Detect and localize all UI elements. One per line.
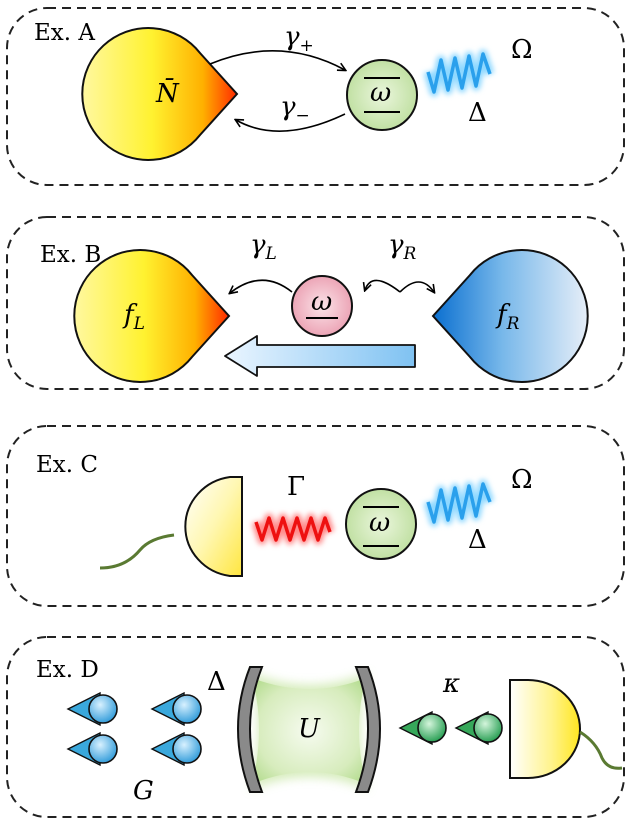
mode-label-a: ω — [370, 78, 392, 108]
panel-d-frame — [6, 636, 625, 818]
delta-label-c: Δ — [468, 525, 487, 555]
right-reservoir-label: fR — [497, 300, 520, 334]
panel-c-frame — [6, 425, 625, 607]
reservoir-drop-a — [81, 27, 239, 161]
gamma-left-arrow — [230, 279, 293, 293]
atom-droplet-5 — [398, 710, 447, 746]
g-label: G — [133, 776, 154, 806]
gamma-plus-label: γ+ — [284, 22, 314, 56]
right-reservoir-drop-b — [431, 249, 589, 383]
gamma-minus-label: γ− — [280, 92, 310, 126]
left-reservoir-label: fL — [124, 300, 145, 334]
detector-stem-c — [99, 533, 175, 570]
gamma-left-label: γL — [250, 230, 277, 264]
detector-stem-d — [579, 730, 623, 770]
gamma-right-arrow-out — [399, 281, 434, 292]
cavity-label: U — [298, 714, 320, 744]
panel-b-frame — [6, 216, 625, 390]
panel-a-frame — [6, 7, 625, 186]
detector-c — [184, 476, 243, 577]
gamma-minus-arrow — [236, 113, 346, 132]
omega-label-c: Ω — [511, 465, 533, 495]
omega-label-a: Ω — [511, 35, 533, 65]
atom-droplet-6 — [454, 710, 503, 746]
panel-d-label: Ex. D — [36, 657, 99, 683]
atom-droplet-2 — [66, 731, 118, 767]
panel-b-label: Ex. B — [40, 242, 102, 268]
detector-d — [509, 679, 581, 779]
atom-droplet-4 — [150, 731, 202, 767]
current-arrow-b — [224, 335, 416, 377]
mode-label-c: ω — [369, 508, 391, 538]
drive-wave-a — [423, 49, 495, 97]
gamma-plus-arrow — [209, 50, 345, 70]
gamma-right-arrow — [365, 279, 401, 292]
panel-c-label: Ex. C — [36, 452, 98, 478]
gamma-label-c: Γ — [287, 472, 306, 502]
panel-a-label: Ex. A — [34, 20, 95, 46]
delta-label-d: Δ — [207, 667, 226, 697]
gamma-right-label: γR — [388, 230, 417, 264]
kappa-label: κ — [443, 669, 461, 699]
left-reservoir-drop-b — [73, 249, 231, 383]
atom-droplet-1 — [66, 691, 118, 727]
atom-droplet-3 — [150, 691, 202, 727]
mode-label-b: ω — [311, 287, 333, 317]
gamma-wave-c — [251, 513, 335, 545]
drive-wave-c — [423, 479, 495, 527]
reservoir-label-a: N̄ — [156, 79, 179, 109]
left-mirror — [237, 666, 264, 793]
delta-label-a: Δ — [468, 98, 487, 128]
optical-cavity — [237, 666, 381, 793]
mode-circle-b — [291, 275, 353, 337]
right-mirror — [354, 666, 381, 793]
